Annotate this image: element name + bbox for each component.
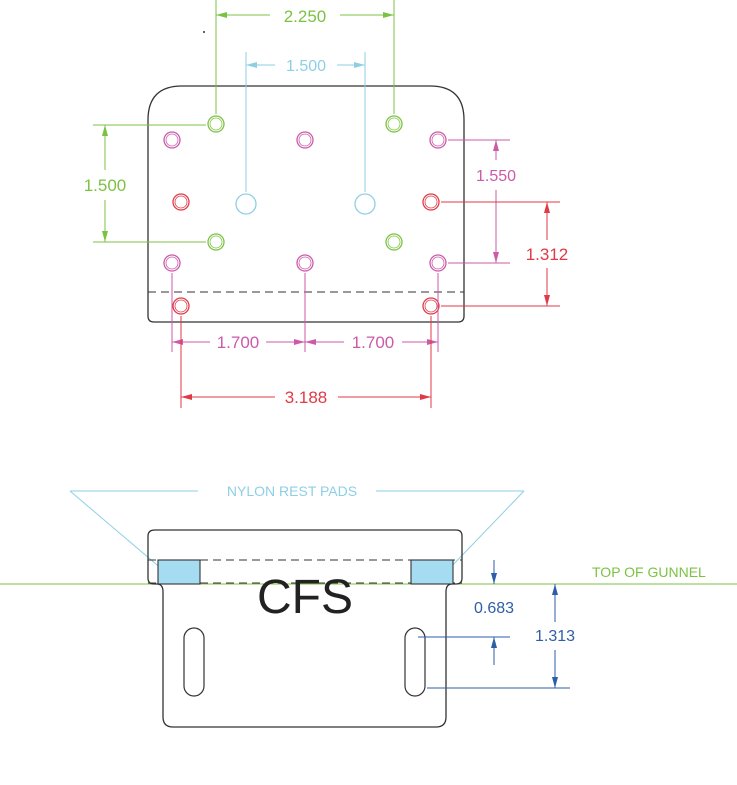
cyan-holes — [235, 193, 376, 215]
hole-magenta — [296, 254, 314, 272]
dim-red-horizontal-label: 3.188 — [285, 388, 328, 407]
hole-cyan — [235, 193, 257, 215]
dim-red-horizontal — [180, 316, 432, 408]
dim-green-horizontal — [215, 0, 395, 114]
slot-right — [404, 627, 426, 697]
dim-magenta-right-label: 1.700 — [352, 333, 395, 352]
nylon-pad-left — [157, 559, 201, 585]
side-view: NYLON REST PADS TOP OF GUNNEL CFS 0.683 — [0, 483, 737, 728]
dim-magenta-horizontal — [171, 273, 439, 352]
dim-red-vertical-label: 1.312 — [526, 245, 569, 264]
hole-red — [172, 297, 190, 315]
hole-green — [207, 233, 225, 251]
red-holes — [172, 193, 440, 315]
gunnel-label: TOP OF GUNNEL — [592, 564, 706, 580]
slot-left — [183, 627, 205, 697]
dim-cyan-label: 1.500 — [286, 58, 326, 75]
hole-magenta — [163, 131, 181, 149]
cfs-logo: CFS — [257, 571, 353, 624]
nylon-label: NYLON REST PADS — [227, 483, 357, 499]
bracket-outline — [147, 529, 463, 728]
nylon-pad-right — [410, 559, 454, 585]
hole-magenta — [429, 131, 447, 149]
dim-green-vertical — [93, 124, 206, 243]
hole-magenta — [296, 131, 314, 149]
stray-dot — [203, 31, 205, 33]
dim-magenta-left-label: 1.700 — [217, 333, 260, 352]
hole-magenta — [163, 254, 181, 272]
hole-magenta — [429, 254, 447, 272]
hole-red — [422, 297, 440, 315]
dim-blue-small — [418, 560, 510, 665]
dim-green-vertical-label: 1.500 — [84, 176, 127, 195]
hole-green — [207, 115, 225, 133]
hole-green — [385, 233, 403, 251]
dim-cyan — [245, 52, 366, 192]
hole-red — [422, 193, 440, 211]
top-view: 2.250 1.500 1.500 — [84, 0, 569, 408]
dim-blue-large — [427, 584, 570, 689]
plate-outline — [147, 85, 465, 323]
hole-green — [385, 115, 403, 133]
dim-blue-large-label: 1.313 — [535, 628, 575, 645]
dim-red-vertical — [441, 201, 560, 307]
hole-red — [172, 193, 190, 211]
dim-blue-small-label: 0.683 — [474, 600, 514, 617]
dim-green-horizontal-label: 2.250 — [284, 7, 327, 26]
dim-magenta-vertical-label: 1.550 — [476, 168, 516, 185]
magenta-holes — [163, 131, 447, 272]
hole-cyan — [354, 193, 376, 215]
green-holes — [207, 115, 403, 251]
